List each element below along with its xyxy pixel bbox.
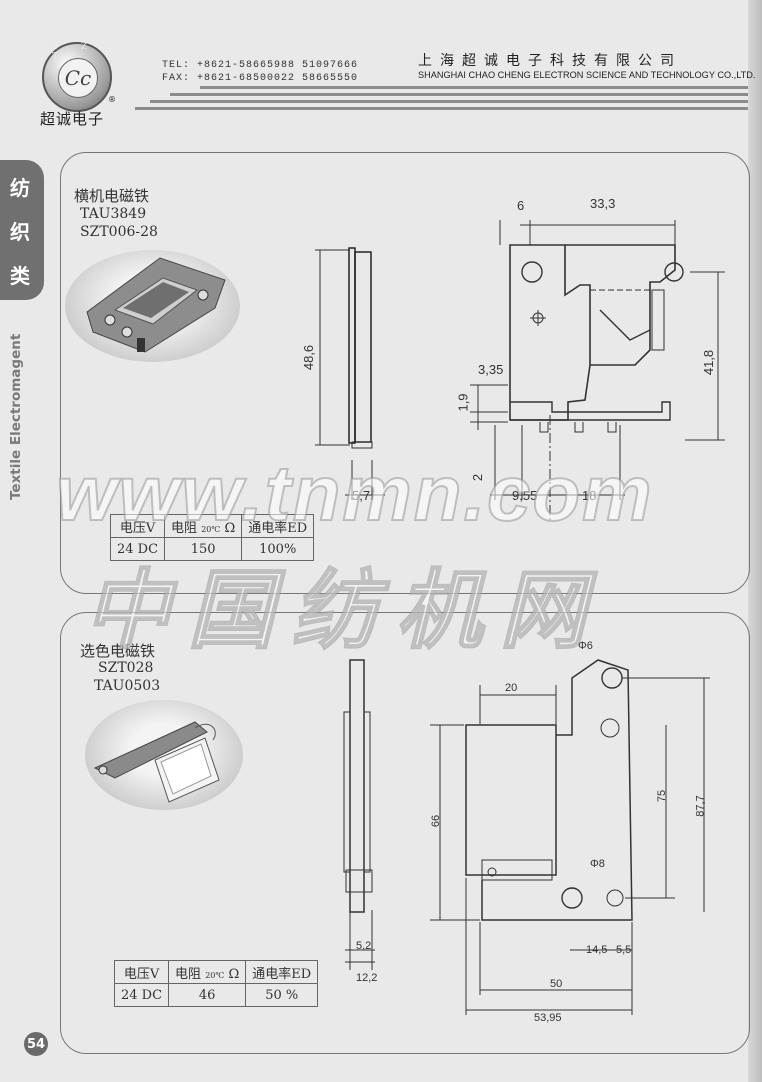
spec-value: 24 DC — [113, 983, 170, 1007]
spec-header: 电压V — [113, 960, 170, 984]
watermark-url: www.tnmn.com — [55, 448, 654, 538]
dimension-label: 12,2 — [356, 972, 378, 984]
dimension-label: 5,7 — [352, 488, 371, 503]
dimension-label: 66 — [430, 814, 443, 828]
dimension-label: 14,5 — [586, 944, 608, 956]
watermark-site-name: 中国纺机网 — [83, 560, 604, 662]
logo-ring-text: S Z T — [52, 42, 98, 62]
dimension-label: 3,35 — [478, 362, 504, 377]
dimension-label: 87,7 — [694, 795, 707, 817]
technical-drawing-2 — [343, 659, 710, 1015]
magnet-photo-drawing — [86, 257, 226, 353]
dimension-label: 20 — [505, 682, 518, 694]
spec-value: 46 — [168, 983, 247, 1007]
logo-mark: Cc — [58, 58, 98, 98]
model-number: SZT028 — [98, 660, 154, 676]
company-name-en: SHANGHAI CHAO CHENG ELECTRON SCIENCE AND… — [418, 70, 756, 80]
dimension-label: 75 — [656, 789, 669, 803]
category-tab — [0, 160, 44, 300]
model-number: TAU0503 — [94, 678, 161, 694]
header-stripe — [170, 93, 748, 96]
spec-value: 150 — [164, 537, 243, 561]
model-number: TAU3849 — [80, 206, 147, 222]
brand-name: 超诚电子 — [40, 110, 105, 128]
product-panel-2 — [60, 612, 750, 1054]
model-number: SZT006-28 — [80, 224, 158, 240]
company-logo: S Z T Cc — [42, 42, 112, 112]
dimension-label: 50 — [550, 978, 563, 990]
product-panel-1 — [60, 152, 750, 594]
header-stripe — [200, 86, 748, 89]
product-photo — [85, 700, 243, 810]
category-char: 类 — [10, 264, 30, 288]
dimension-label: 6 — [517, 198, 525, 213]
category-char: 纺 — [10, 176, 30, 200]
page-number: 54 — [24, 1032, 48, 1056]
dimension-label: 1,9 — [455, 393, 471, 412]
page-edge — [748, 0, 762, 1082]
spec-value: 100% — [241, 537, 315, 561]
dimension-label: 18 — [582, 488, 597, 503]
technical-drawing-1 — [315, 220, 725, 520]
product-title: 选色电磁铁 — [80, 642, 156, 660]
dimension-label: Φ8 — [590, 858, 605, 870]
dimension-label: 5,5 — [616, 944, 632, 956]
dimension-label: 41,8 — [701, 349, 717, 376]
spec-header: 通电率ED — [245, 960, 319, 984]
header-stripe — [150, 100, 748, 103]
spec-table: 电压V 电阻 20℃ Ω 通电率ED 24 DC 46 50 % — [113, 960, 319, 1007]
spec-header: 通电率ED — [241, 514, 315, 538]
category-char: 织 — [10, 220, 30, 244]
header-stripe — [135, 107, 748, 110]
dimension-label: 33,3 — [590, 196, 616, 211]
dimension-label: 9,55 — [512, 488, 538, 503]
spec-value: 50 % — [245, 983, 319, 1007]
registered-mark: ® — [108, 95, 116, 104]
tel-line: TEL: +8621-58665988 51097666 — [162, 60, 359, 71]
spec-table: 电压V 电阻 20℃ Ω 通电率ED 24 DC 150 100% — [109, 514, 315, 561]
category-label-en: Textile Electromagent — [8, 333, 24, 500]
product-title: 横机电磁铁 — [74, 187, 150, 205]
magnet-photo-drawing — [93, 721, 220, 803]
spec-header: 电阻 20℃ Ω — [164, 514, 243, 538]
company-name-cn: 上海超诚电子科技有限公司 — [418, 53, 682, 69]
product-photo — [65, 250, 240, 362]
dimension-label: 5,2 — [356, 940, 372, 952]
dimension-label: 53,95 — [534, 1012, 562, 1024]
dimension-label: Φ6 — [578, 640, 593, 652]
dimension-label: 48,6 — [301, 344, 317, 371]
fax-line: FAX: +8621-68500022 58665550 — [162, 73, 359, 84]
spec-header: 电阻 20℃ Ω — [168, 960, 247, 984]
